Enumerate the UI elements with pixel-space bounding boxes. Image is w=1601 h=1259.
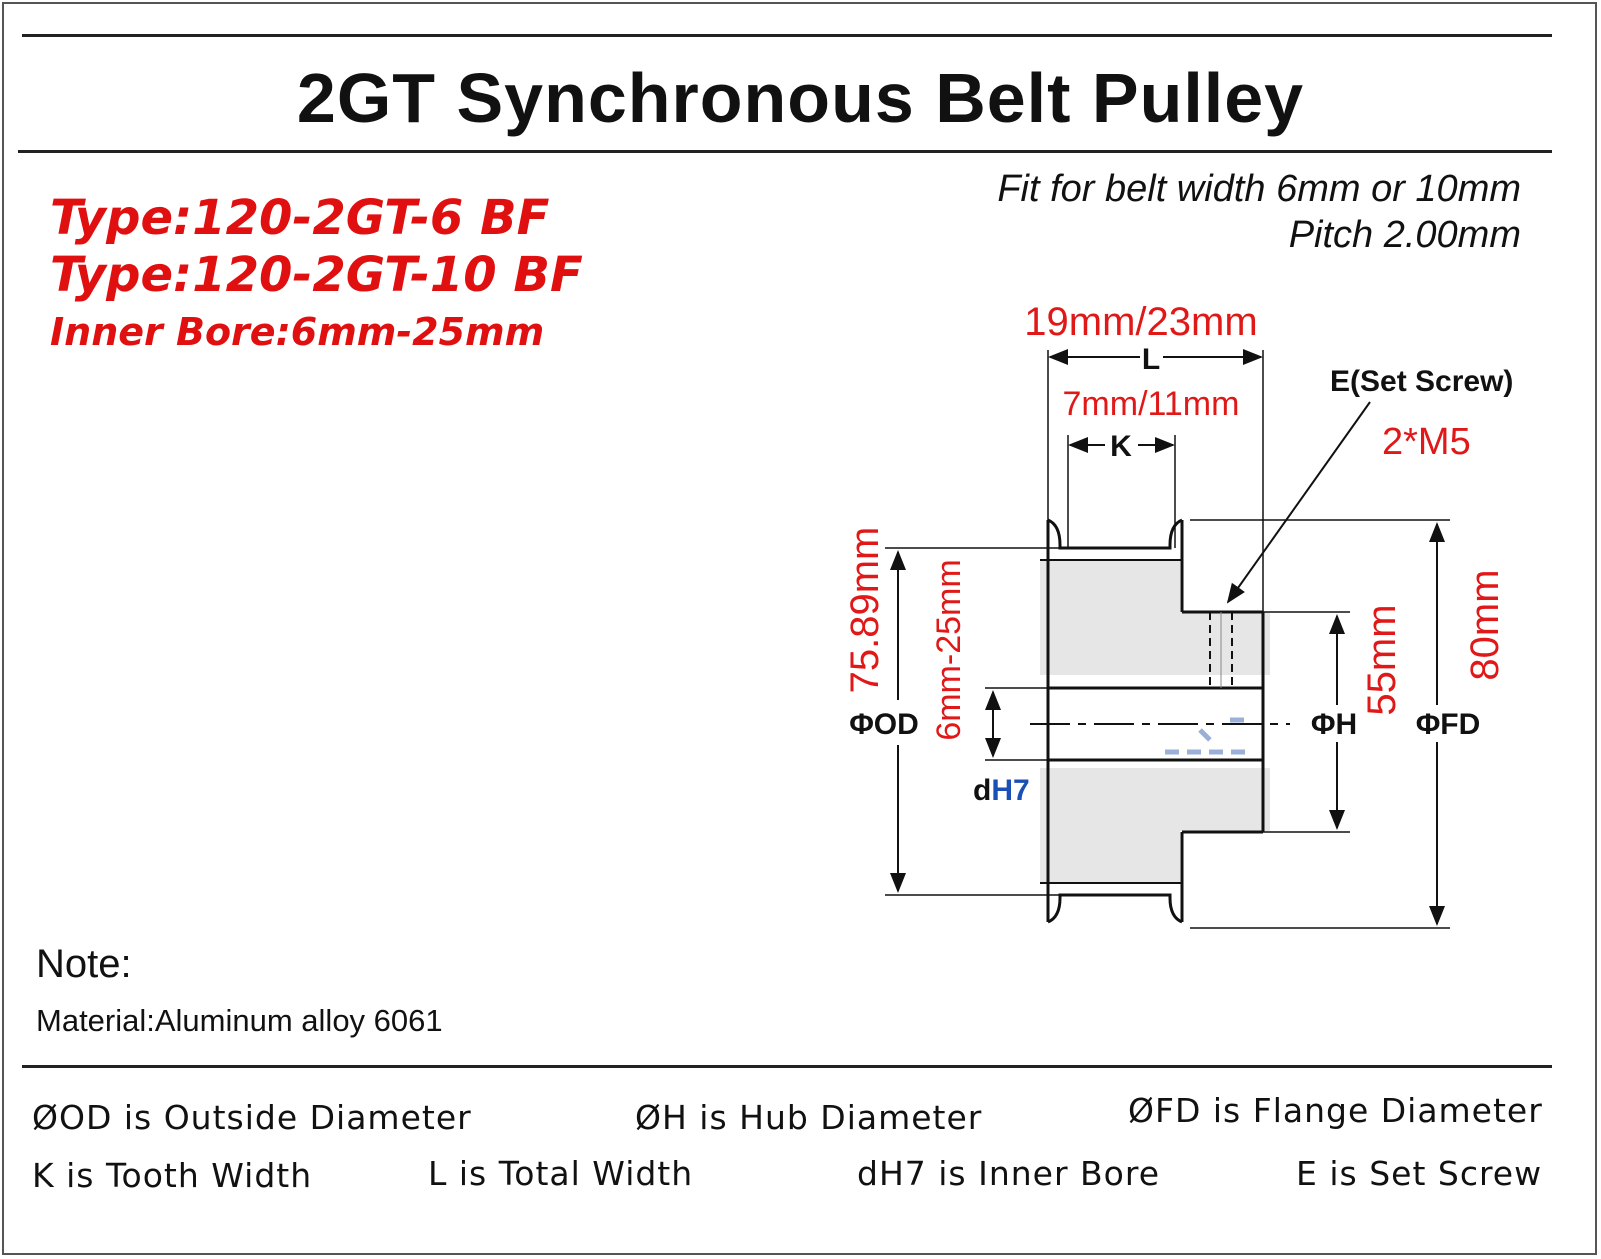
dim-inner-bore: 6mm-25mm dH7	[930, 559, 1048, 807]
dim-hub-diameter: ΦH 55mm	[1263, 604, 1404, 833]
inner-bore-range: Inner Bore:6mm-25mm	[50, 310, 545, 354]
dim-outside-diameter: ΦOD 75.89mm	[843, 527, 1060, 896]
h-value: 55mm	[1360, 604, 1404, 715]
set-screw-value: 2*M5	[1382, 421, 1471, 463]
dim-flange-diameter: ΦFD 80mm	[1190, 519, 1507, 929]
set-screw-label: E(Set Screw)	[1330, 365, 1513, 398]
k-value: 7mm/11mm	[1063, 385, 1240, 423]
od-symbol: ΦOD	[849, 708, 919, 741]
legend-dh7: dH7 is Inner Bore	[857, 1154, 1160, 1193]
note-heading: Note:	[36, 942, 132, 986]
fd-symbol: ΦFD	[1416, 708, 1481, 741]
title-rule	[18, 150, 1552, 153]
fd-value: 80mm	[1463, 569, 1507, 680]
k-symbol: K	[1110, 430, 1132, 463]
pitch-spec: Pitch 2.00mm	[1288, 214, 1521, 256]
legend-rule	[22, 1065, 1552, 1068]
h-symbol: ΦH	[1311, 708, 1357, 741]
type-6bf: Type:120-2GT-6 BF	[50, 190, 550, 246]
dim-set-screw: E(Set Screw) 2*M5	[1226, 365, 1513, 604]
legend-h: ØH is Hub Diameter	[635, 1098, 983, 1137]
legend-fd: ØFD is Flange Diameter	[1128, 1091, 1543, 1130]
bore-value: 6mm-25mm	[930, 559, 968, 740]
legend-od: ØOD is Outside Diameter	[32, 1098, 472, 1137]
od-value: 75.89mm	[843, 527, 887, 694]
l-symbol: L	[1142, 343, 1160, 376]
bore-symbol: dH7	[973, 774, 1030, 807]
legend-k: K is Tooth Width	[32, 1156, 313, 1195]
legend-l: L is Total Width	[428, 1154, 694, 1193]
dim-total-width: L 19mm/23mm	[1024, 300, 1264, 612]
material-note: Material:Aluminum alloy 6061	[36, 1003, 443, 1038]
top-rule	[22, 34, 1552, 37]
page-title: 2GT Synchronous Belt Pulley	[296, 59, 1305, 137]
legend-e: E is Set Screw	[1296, 1154, 1543, 1193]
type-10bf: Type:120-2GT-10 BF	[50, 247, 583, 303]
pulley-body	[1030, 518, 1290, 924]
belt-width-spec: Fit for belt width 6mm or 10mm	[997, 168, 1521, 210]
l-value: 19mm/23mm	[1024, 300, 1257, 344]
dim-tooth-width: K 7mm/11mm	[1063, 385, 1240, 548]
